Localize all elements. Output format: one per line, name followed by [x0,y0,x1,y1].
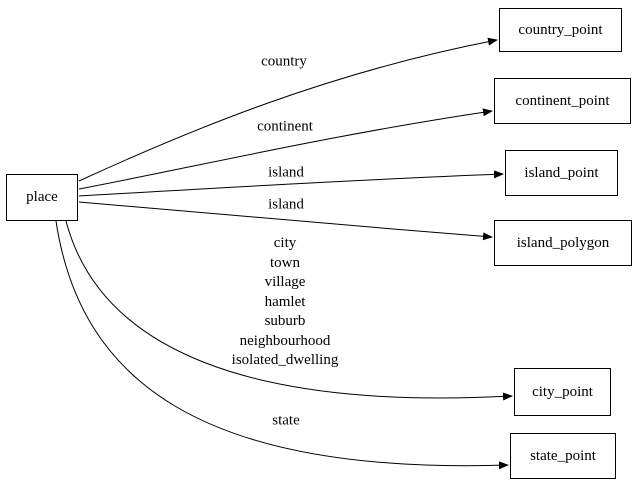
edge-place-state-point [55,220,509,470]
edge-label-island-polygon: island [268,196,304,213]
edge-label-village: village [264,273,306,290]
node-state-point: state_point [510,433,616,479]
node-city-point: city_point [514,368,611,416]
edge-label-continent: continent [257,118,313,135]
edge-label-town: town [270,254,300,271]
node-country-point: country_point [499,8,622,52]
edge-place-continent-point [78,108,493,190]
node-continent-point: continent_point [494,78,631,124]
edge-place-country-point [78,37,498,182]
edge-place-island-point [78,170,504,197]
edge-label-island-point: island [268,164,304,181]
edge-place-island-polygon [78,201,493,241]
node-island-polygon: island_polygon [494,220,632,266]
edge-label-neighbourhood: neighbourhood [239,332,331,349]
edge-label-country: country [261,53,307,70]
edge-label-hamlet: hamlet [264,293,306,310]
edge-label-city-stack: city town village hamlet suburb neighbou… [232,234,339,371]
edge-label-suburb: suburb [264,312,306,329]
edge-label-city: city [273,234,297,251]
edge-label-state: state [272,412,300,429]
edge-place-city-point [65,220,513,401]
node-island-point: island_point [505,150,618,196]
edge-label-isolated-dwelling: isolated_dwelling [231,351,339,368]
node-place: place [6,174,78,221]
